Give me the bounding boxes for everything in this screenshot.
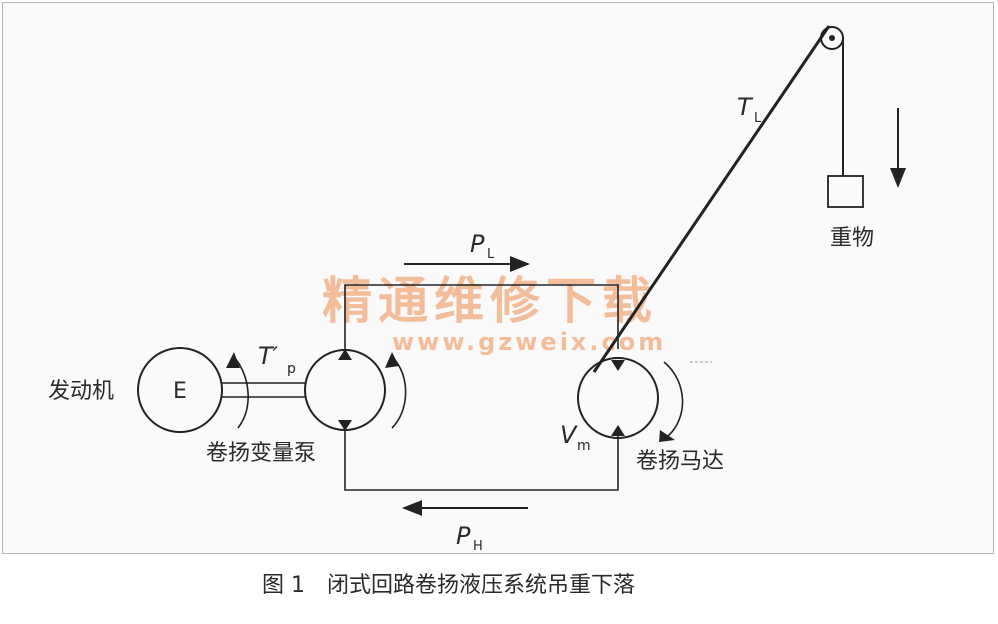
rope-tension-label: T bbox=[737, 93, 754, 121]
shaft-torque-arc bbox=[234, 357, 249, 429]
pump-outlet-arrow-icon bbox=[338, 349, 352, 360]
pressure-low-subscript: L bbox=[487, 247, 495, 262]
pump-torque-subscript: p bbox=[287, 361, 296, 377]
pressure-high-subscript: H bbox=[473, 539, 483, 554]
pump-inlet-arrow-icon bbox=[338, 420, 352, 431]
motor-rotation-arrow-icon bbox=[659, 430, 675, 442]
engine-symbol: E bbox=[173, 379, 187, 404]
load-label: 重物 bbox=[830, 226, 874, 251]
load-block bbox=[827, 175, 864, 208]
motor-displacement-subscript: m bbox=[577, 438, 591, 454]
pump-label: 卷扬变量泵 bbox=[206, 441, 316, 466]
pump-circle bbox=[304, 349, 386, 431]
figure-caption: 图 1 闭式回路卷扬液压系统吊重下落 bbox=[262, 573, 635, 598]
figure-frame bbox=[2, 2, 994, 554]
pump-torque-label: T′ bbox=[258, 342, 279, 370]
high-pressure-line bbox=[344, 431, 619, 491]
motor-circle bbox=[577, 357, 659, 439]
shaft-torque-arrow-icon bbox=[226, 352, 240, 368]
watermark-url: www.gzweix.com bbox=[392, 328, 666, 356]
motor-label: 卷扬马达 bbox=[636, 449, 724, 474]
motor-displacement-label: V bbox=[560, 421, 578, 449]
low-pressure-line bbox=[344, 284, 619, 349]
engine-circle bbox=[137, 347, 223, 433]
watermark-cn: 精通维修下载 bbox=[322, 272, 658, 330]
pulley-axle bbox=[829, 35, 835, 41]
motor-inlet-arrow-icon bbox=[611, 360, 625, 371]
engine-label: 发动机 bbox=[48, 379, 114, 404]
pump-rotation-arrow-icon bbox=[385, 352, 399, 368]
rope-tension-subscript: L bbox=[754, 111, 762, 126]
hoist-rope bbox=[592, 25, 831, 373]
pressure-low-label: P bbox=[470, 230, 485, 258]
motor-outlet-arrow-icon bbox=[611, 425, 625, 436]
pressure-high-label: P bbox=[456, 522, 471, 550]
motor-rotation-arc bbox=[663, 361, 684, 437]
pump-rotation-arc bbox=[391, 357, 407, 429]
